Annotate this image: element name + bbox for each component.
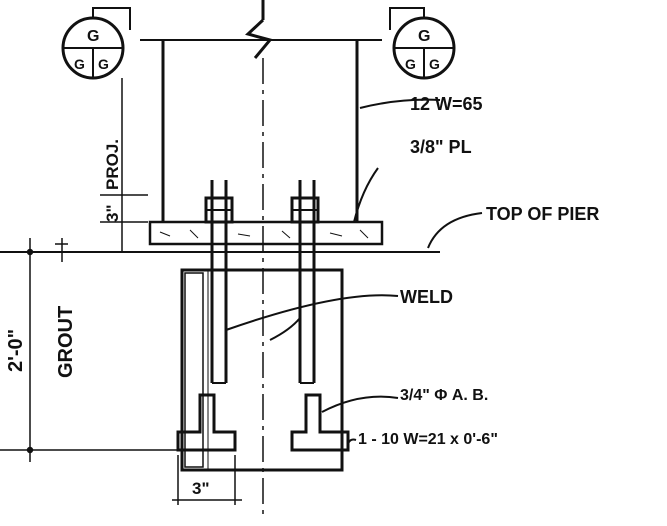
label-depth: 2'-0" <box>5 328 27 372</box>
label-proj-dim: 3" <box>103 204 122 222</box>
marker-left-br: G <box>98 56 109 72</box>
section-marker-right: G G G <box>389 7 456 80</box>
label-column: 12 W=65 <box>410 94 483 114</box>
leader-weld-1 <box>225 294 399 331</box>
section-marker-left: G G G <box>61 7 131 80</box>
leader-anchor-bolt <box>321 395 399 413</box>
base-plate <box>148 220 384 246</box>
label-proj: PROJ. <box>103 138 122 190</box>
label-bottom-dim: 3" <box>192 479 210 498</box>
centerline <box>245 0 273 520</box>
dimension-depth <box>0 238 180 462</box>
label-plate: 3/8" PL <box>410 137 472 157</box>
marker-right-br: G <box>429 56 440 72</box>
label-grout: GROUT <box>55 305 77 378</box>
anchor-bolt-right <box>290 180 350 452</box>
label-weld: WELD <box>400 287 453 307</box>
dimension-grout <box>55 238 68 262</box>
marker-left-bl: G <box>74 56 85 72</box>
embedded-angle <box>180 268 344 472</box>
marker-right-bl: G <box>405 56 416 72</box>
leader-weld-2 <box>269 317 301 341</box>
dimension-bottom <box>172 455 242 505</box>
label-angle: 1 - 10 W=21 x 0'-6" <box>358 431 498 448</box>
label-anchor-bolt: 3/4" Φ A. B. <box>400 387 489 404</box>
leader-top-of-pier <box>427 212 483 249</box>
marker-right-top: G <box>418 28 430 45</box>
dimension-proj <box>100 78 148 252</box>
leader-plate <box>353 167 379 223</box>
anchor-nut-left <box>204 196 234 224</box>
leader-angle <box>347 438 357 445</box>
marker-left-top: G <box>87 28 99 45</box>
anchor-bolt-left <box>176 180 237 452</box>
leader-column <box>359 98 441 109</box>
label-top-of-pier: TOP OF PIER <box>486 204 600 224</box>
grout-texture <box>159 229 369 239</box>
